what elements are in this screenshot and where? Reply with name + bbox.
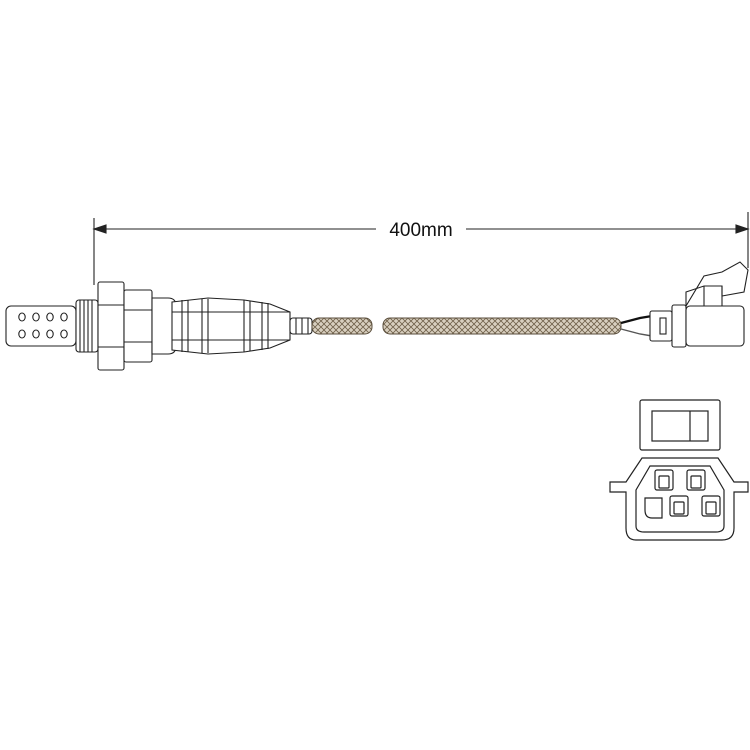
wire-light (620, 328, 653, 337)
sensor-probe-tip (5, 305, 77, 347)
sensor-thread (75, 299, 99, 353)
connector-pins (644, 469, 721, 519)
probe-holes (18, 312, 68, 339)
braided-cable (311, 317, 622, 335)
sensor-sleeve (289, 317, 313, 335)
braided-cable-left (311, 317, 373, 335)
dimension-arrow-left (92, 224, 107, 234)
wire-dark (620, 314, 653, 325)
sensor-shell (171, 297, 291, 355)
sensor-body (5, 281, 313, 371)
sensor-hex-nut (97, 281, 153, 371)
connector-side-view (649, 261, 749, 348)
braided-cable-right (382, 317, 622, 335)
connector-housing-inner (635, 465, 725, 533)
connector-latch (639, 399, 721, 451)
wires (620, 314, 653, 337)
dimension-arrow-right (735, 224, 750, 234)
dimension-label: 400mm (389, 220, 452, 241)
connector-front-view (609, 399, 749, 541)
connector-housing-outer (609, 457, 749, 541)
dimension-line (92, 212, 750, 285)
